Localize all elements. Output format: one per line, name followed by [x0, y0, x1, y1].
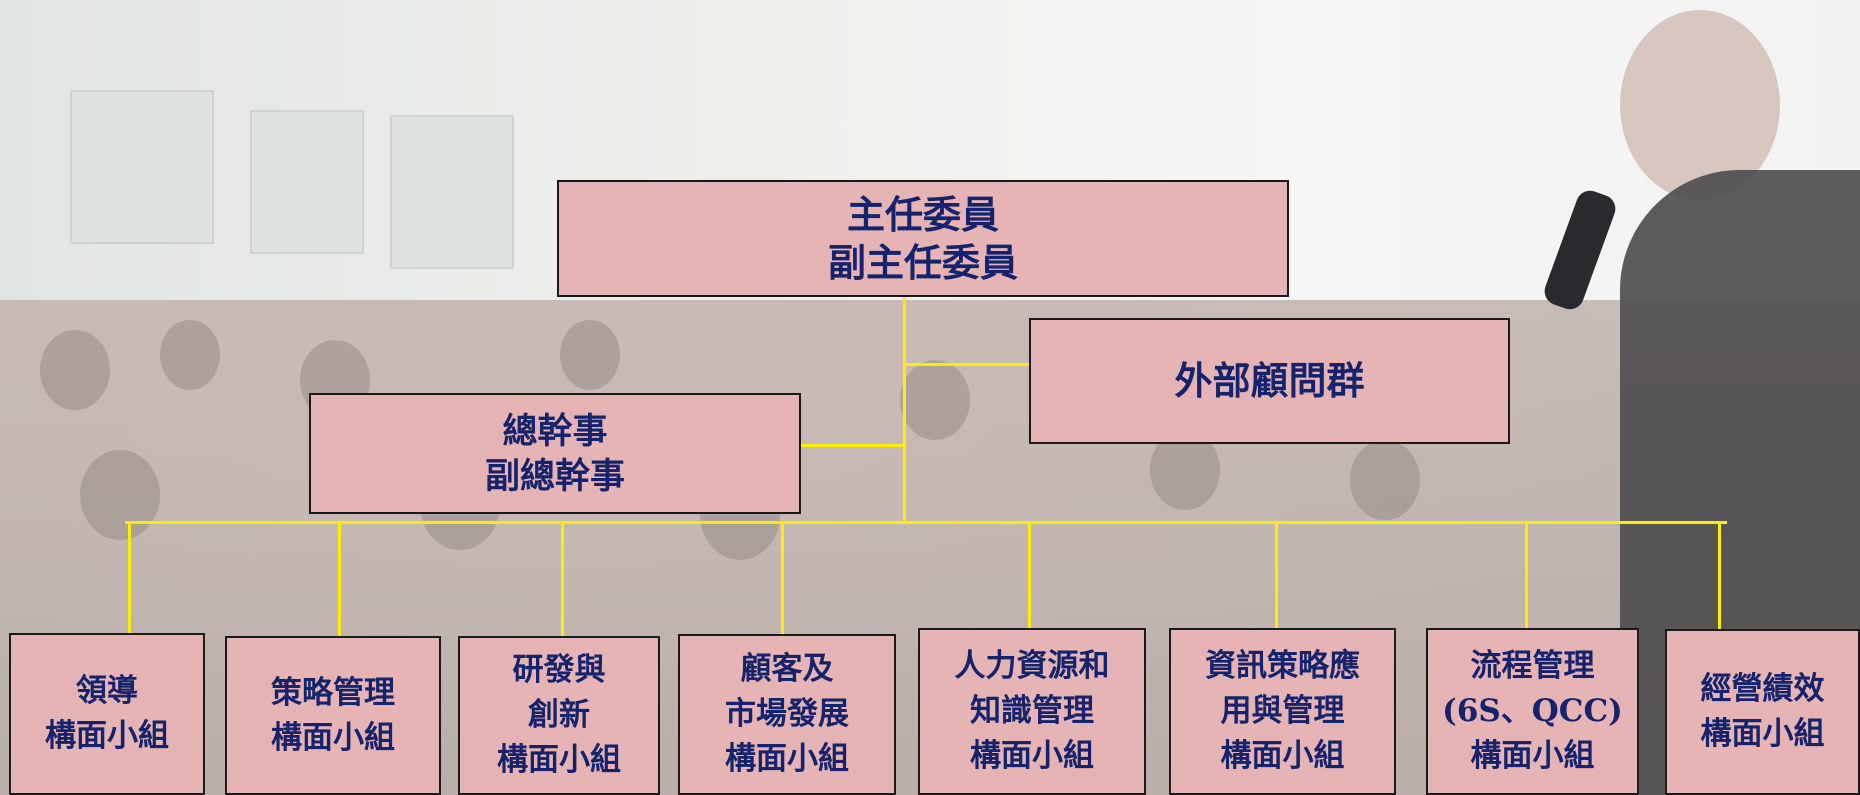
group-customer-market: 顧客及 市場發展 構面小組: [678, 634, 896, 795]
connector-line: [1275, 523, 1278, 629]
wall-panel: [250, 110, 364, 254]
audience-head: [40, 330, 110, 410]
connector-line: [903, 363, 1029, 366]
connector-line: [903, 297, 906, 523]
audience-head: [160, 320, 220, 390]
audience-head: [560, 320, 620, 390]
group-performance: 經營績效 構面小組: [1665, 629, 1860, 795]
connector-line: [1718, 523, 1721, 629]
connector-line: [338, 523, 341, 636]
connector-line: [800, 444, 904, 447]
group-info-strategy: 資訊策略應 用與管理 構面小組: [1169, 628, 1396, 795]
group-hr-knowledge: 人力資源和 知識管理 構面小組: [918, 628, 1146, 795]
speaker-face: [1620, 10, 1780, 200]
connector-line: [128, 523, 131, 636]
audience-head: [900, 360, 970, 440]
box-secretary-general: 總幹事 副總幹事: [309, 393, 801, 514]
connector-line: [125, 521, 1727, 524]
group-process-management: 流程管理 (6S、QCC) 構面小組: [1426, 628, 1639, 795]
box-external-advisors: 外部顧問群: [1029, 318, 1510, 444]
group-leadership: 領導 構面小組: [9, 633, 205, 795]
audience-head: [1350, 440, 1420, 520]
group-rnd-innovation: 研發與 創新 構面小組: [458, 636, 660, 795]
connector-line: [781, 523, 784, 636]
box-chair: 主任委員 副主任委員: [557, 180, 1289, 297]
connector-line: [561, 523, 564, 636]
connector-line: [1028, 523, 1031, 629]
wall-panel: [390, 115, 514, 269]
group-strategy: 策略管理 構面小組: [225, 636, 441, 795]
wall-panel: [70, 90, 214, 244]
connector-line: [1525, 523, 1528, 629]
audience-head: [80, 450, 160, 540]
